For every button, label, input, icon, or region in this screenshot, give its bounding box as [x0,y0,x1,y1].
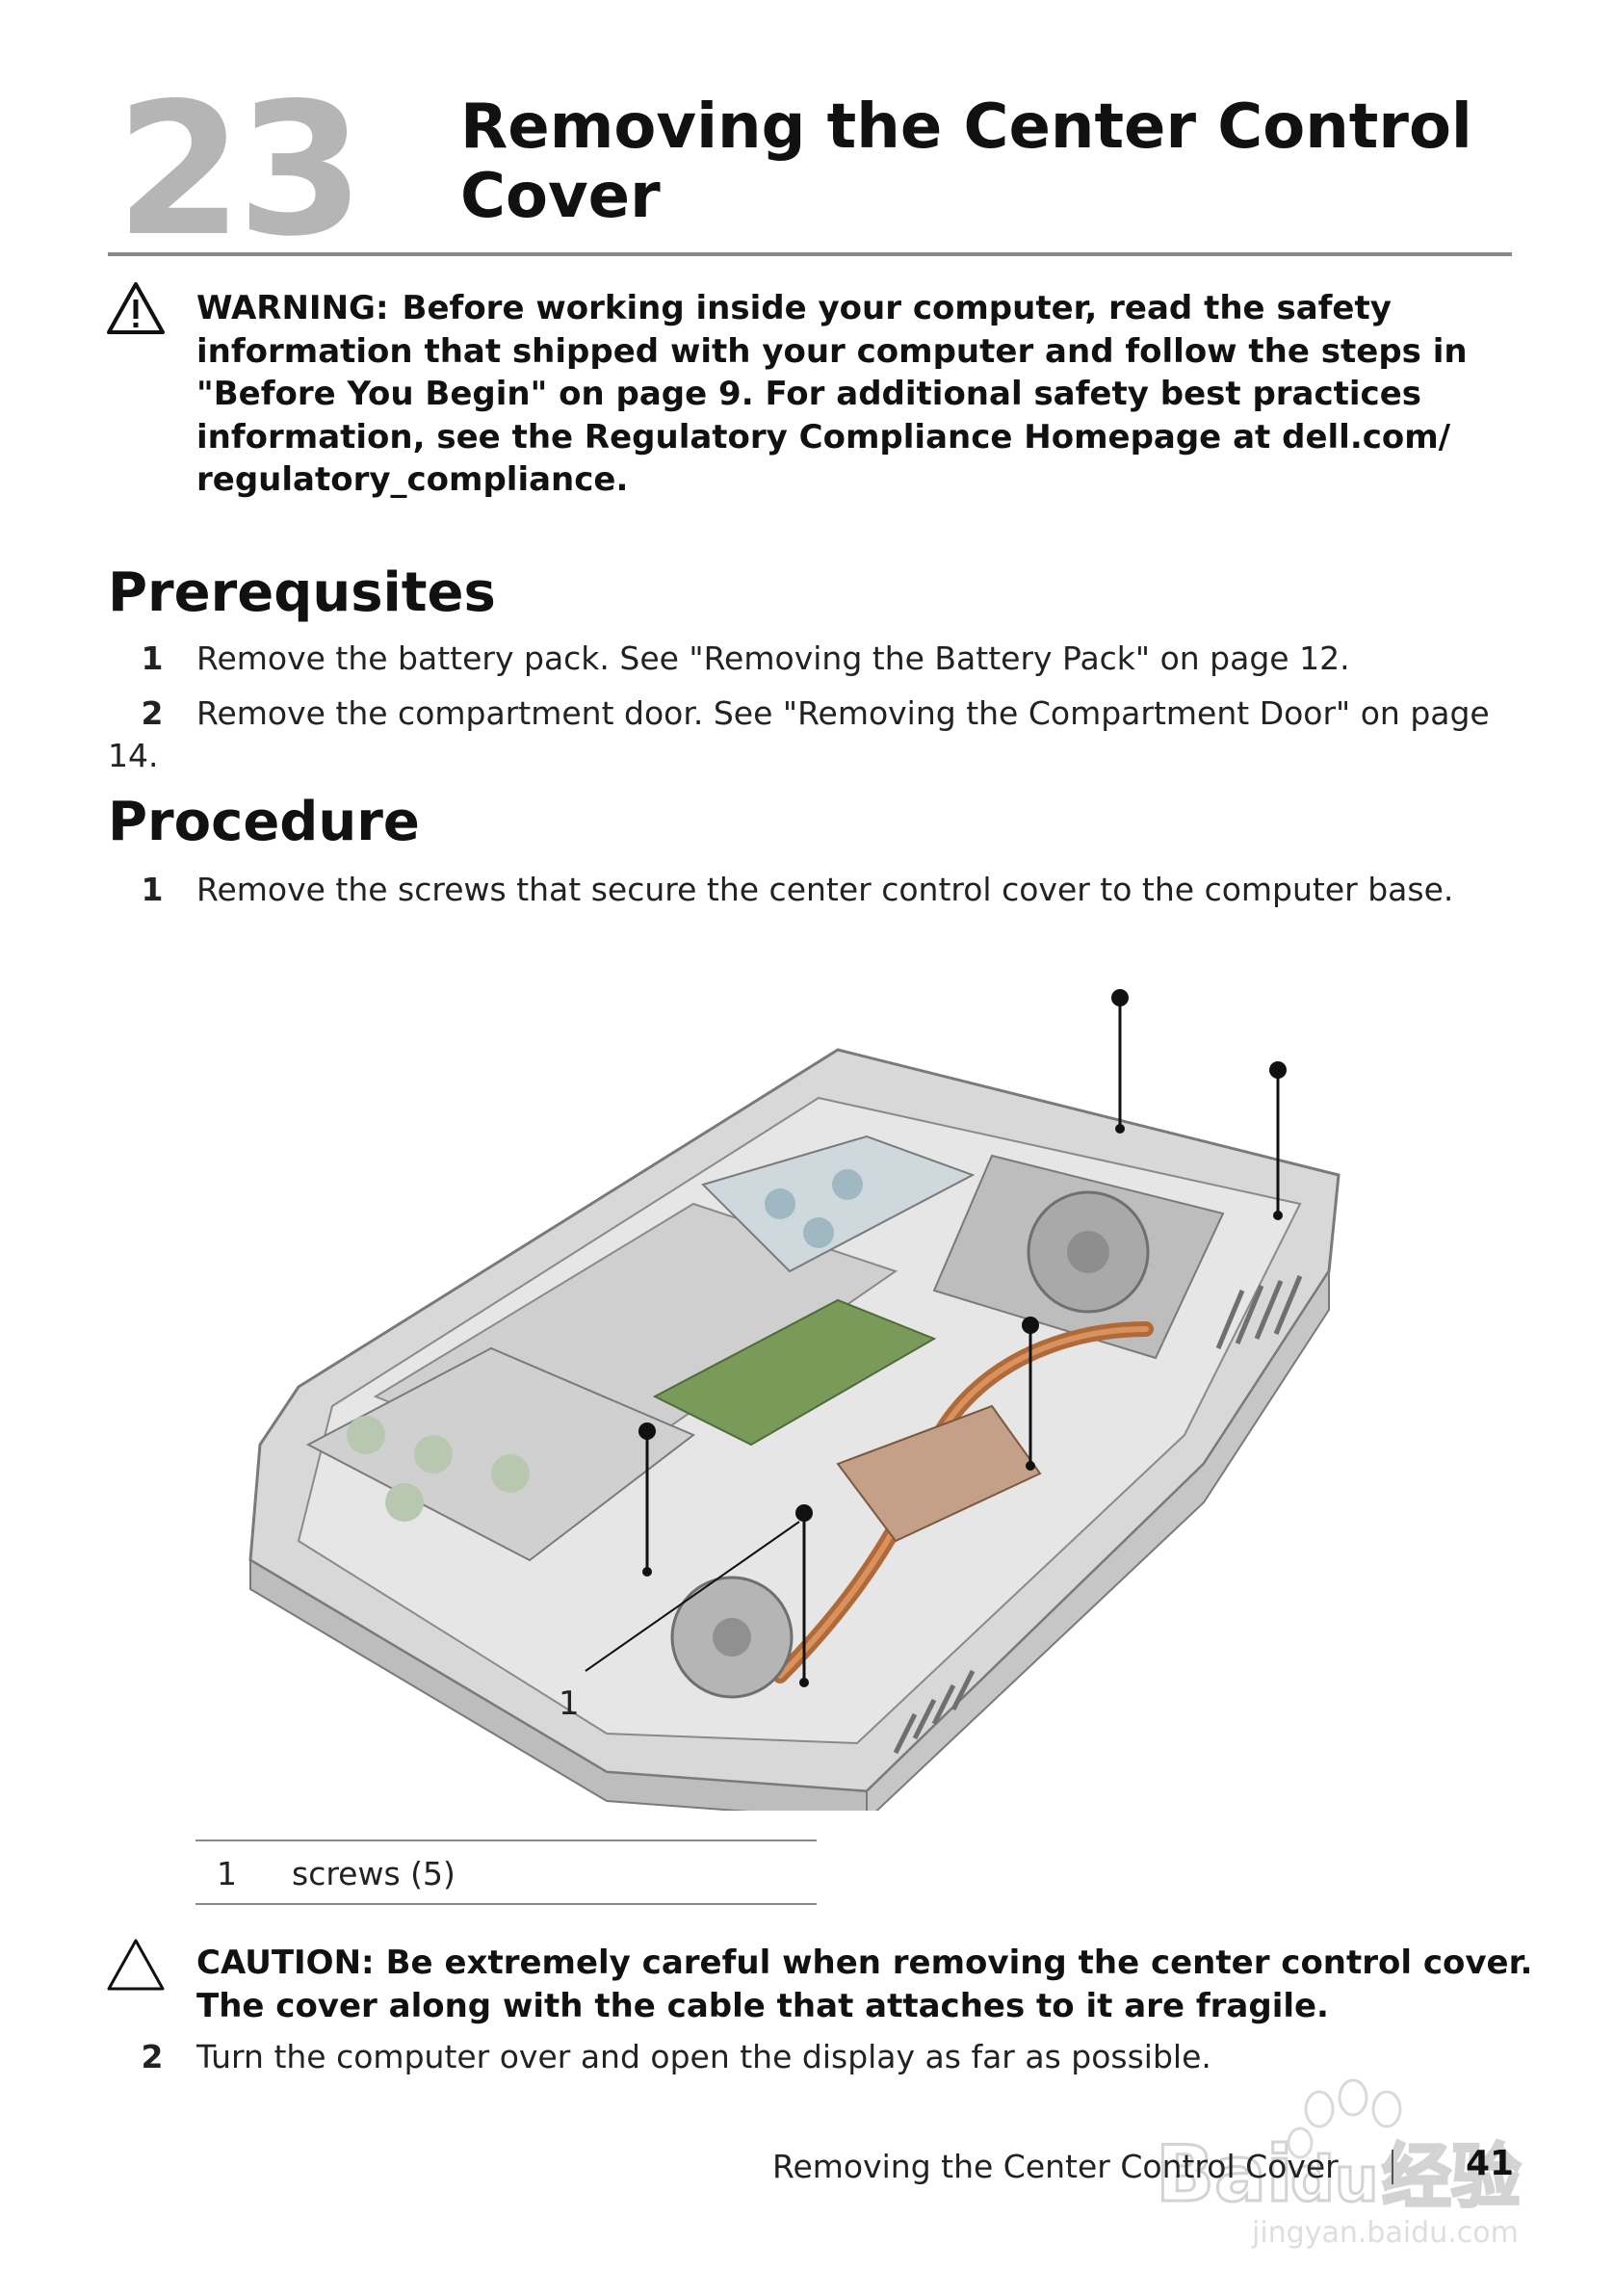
caution-body: Be extremely careful when removing the c… [196,1944,1533,2025]
watermark-url: jingyan.baidu.com [1251,2216,1519,2250]
prerequisite-step: 1 Remove the battery pack. See "Removing … [108,638,1533,680]
legend-text: screws (5) [292,1855,456,1892]
watermark-brand2: du [1290,2145,1378,2216]
procedure-step: 1 Remove the screws that secure the cente… [108,869,1533,911]
warning-body: Before working inside your computer, rea… [196,289,1468,499]
step-number: 1 [141,639,164,677]
figure-legend: 1 screws (5) [195,1839,817,1905]
warning-label: WARNING: [196,289,389,327]
procedure-heading: Procedure [108,791,420,853]
chapter-number: 23 [116,64,364,276]
step-text: Remove the screws that secure the center… [196,871,1454,908]
footer-separator [1392,2150,1393,2184]
caution-icon [107,1939,165,1991]
figure-callout: 1 [559,1684,580,1723]
caution-label: CAUTION: [196,1944,375,1982]
page-number: 41 [1466,2144,1515,2183]
step-number: 2 [141,2038,164,2075]
step-text: Remove the compartment door. See "Removi… [108,694,1490,774]
step-number: 2 [141,694,164,732]
watermark-cn: 经验 [1382,2136,1521,2217]
step-text: Turn the computer over and open the disp… [196,2038,1211,2075]
watermark-brand: Bai [1156,2129,1292,2219]
legend-number: 1 [217,1855,237,1892]
chapter-title: Removing the Center Control Cover [460,91,1472,232]
footer-title: Removing the Center Control Cover [772,2148,1339,2185]
warning-icon [107,282,165,334]
title-rule [108,252,1512,256]
laptop-base-illustration: 1 [248,989,1341,1811]
step-text: Remove the battery pack. See "Removing t… [196,639,1350,677]
prerequisites-heading: Prerequsites [108,561,496,624]
procedure-step: 2 Turn the computer over and open the dis… [108,2036,1533,2078]
baidu-watermark: Bai du 经验 jingyan.baidu.com [1155,2078,1523,2250]
caution-note: CAUTION:Be extremely careful when removi… [196,1942,1545,2027]
warning-note: WARNING:Before working inside your compu… [196,287,1525,502]
step-number: 1 [141,871,164,908]
